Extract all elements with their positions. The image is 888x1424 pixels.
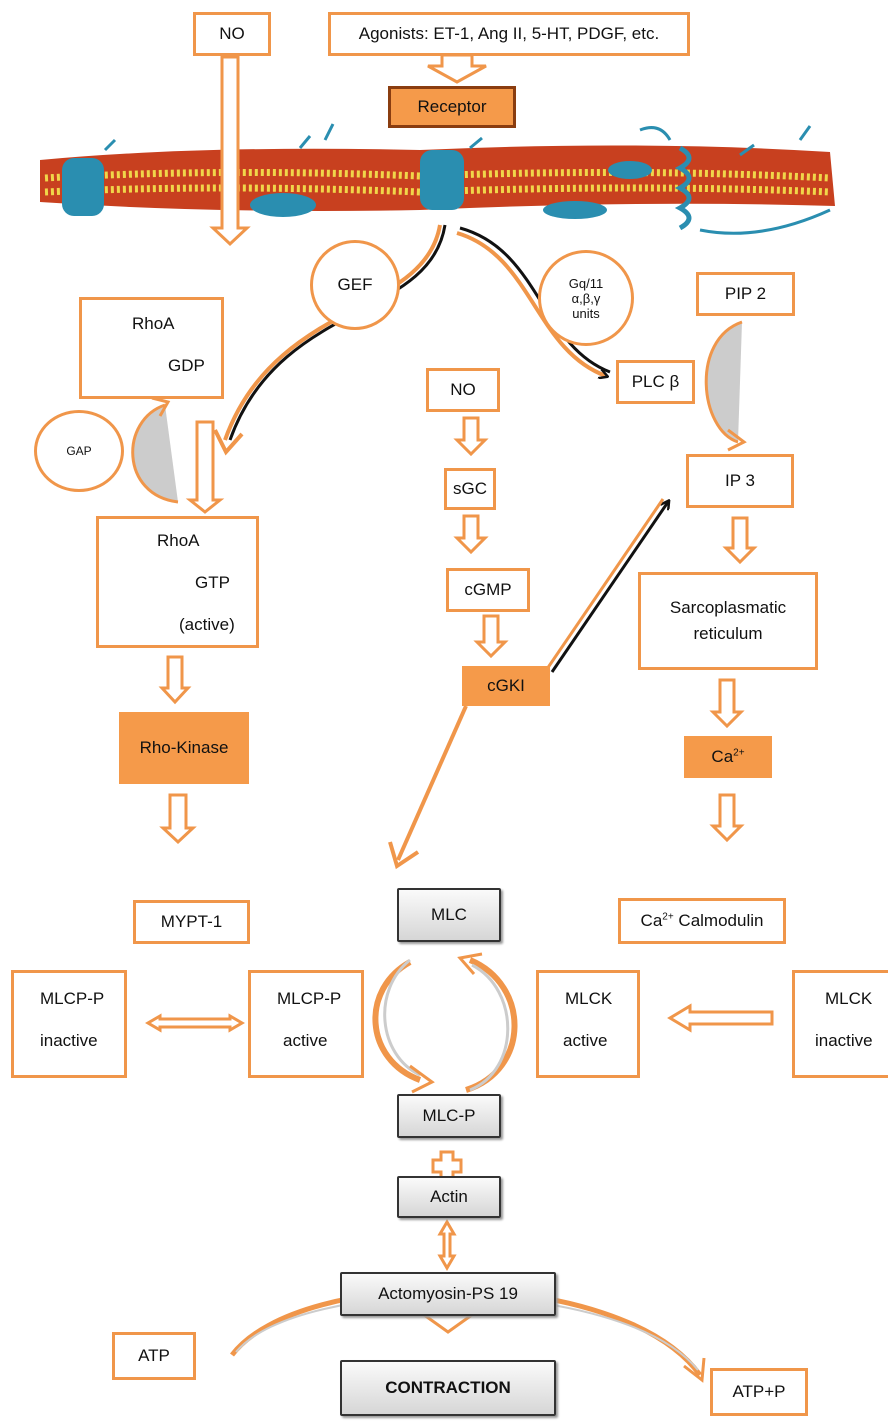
mypt-label: MYPT-1 bbox=[160, 911, 223, 931]
agonists-box: Agonists: ET-1, Ang II, 5-HT, PDGF, etc. bbox=[328, 12, 690, 56]
gq-label-1: Gq/11 bbox=[568, 275, 604, 291]
mlcp-active-label-2: active bbox=[283, 1031, 328, 1050]
mlck-active-label-1: MLCK bbox=[565, 989, 613, 1008]
gq-label-3: units bbox=[572, 305, 600, 321]
cgmp-label: cGMP bbox=[464, 579, 512, 599]
ca-box: Ca2+ bbox=[684, 736, 772, 778]
receptor-box: Receptor bbox=[388, 86, 516, 128]
cell-membrane-image bbox=[40, 123, 835, 235]
mlck-active-label-2: active bbox=[563, 1031, 608, 1050]
mlcp-inactive-box: MLCP-P inactive bbox=[11, 970, 127, 1078]
contraction-box: CONTRACTION bbox=[340, 1360, 556, 1416]
no-label: NO bbox=[219, 23, 245, 43]
atp-box: ATP bbox=[112, 1332, 196, 1380]
gap-circle: GAP bbox=[34, 410, 124, 492]
plc-label: PLC β bbox=[631, 371, 680, 391]
cgki-label: cGKI bbox=[487, 675, 525, 695]
sgc-label: sGC bbox=[453, 478, 487, 498]
pip2-box: PIP 2 bbox=[696, 272, 795, 316]
no-center-label: NO bbox=[450, 379, 476, 399]
mlcp-inactive-label-2: inactive bbox=[40, 1031, 98, 1050]
sr-box: Sarcoplasmatic reticulum bbox=[638, 572, 818, 670]
rhoa-gtp-box: RhoA GTP (active) bbox=[96, 516, 259, 648]
rhoa-gdp-label-1: RhoA bbox=[132, 314, 175, 333]
gef-label: GEF bbox=[337, 275, 373, 294]
mlc-p-label: MLC-P bbox=[422, 1105, 476, 1125]
rho-kinase-label: Rho-Kinase bbox=[139, 737, 229, 757]
rhoa-gdp-label-2: GDP bbox=[168, 356, 205, 375]
no-box-top: NO bbox=[193, 12, 271, 56]
gq-circle: Gq/11 α,β,γ units bbox=[538, 250, 634, 346]
ca-label: Ca2+ bbox=[711, 746, 745, 766]
mlcp-active-label-1: MLCP-P bbox=[277, 989, 342, 1008]
actin-label: Actin bbox=[430, 1186, 468, 1206]
actomyosin-box: Actomyosin-PS 19 bbox=[340, 1272, 556, 1316]
sgc-box: sGC bbox=[444, 468, 496, 510]
mlck-active-box: MLCK active bbox=[536, 970, 640, 1078]
receptor-label: Receptor bbox=[417, 96, 487, 116]
contraction-label: CONTRACTION bbox=[385, 1377, 511, 1397]
mlc-box: MLC bbox=[397, 888, 501, 942]
actin-box: Actin bbox=[397, 1176, 501, 1218]
pip2-label: PIP 2 bbox=[724, 283, 767, 303]
sr-label-1: Sarcoplasmatic bbox=[669, 597, 787, 617]
actomyosin-label: Actomyosin-PS 19 bbox=[378, 1283, 518, 1303]
ip3-box: IP 3 bbox=[686, 454, 794, 508]
mlc-label: MLC bbox=[431, 904, 467, 924]
mypt-box: MYPT-1 bbox=[133, 900, 250, 944]
mlck-inactive-box: MLCK inactive bbox=[792, 970, 888, 1078]
mlck-inactive-label-2: inactive bbox=[815, 1031, 873, 1050]
ip3-label: IP 3 bbox=[725, 470, 755, 490]
no-box-center: NO bbox=[426, 368, 500, 412]
ca-calmodulin-box: Ca2+ Calmodulin bbox=[618, 898, 786, 944]
atp-label: ATP bbox=[138, 1345, 170, 1365]
sr-label-2: reticulum bbox=[693, 624, 763, 643]
rhoa-gtp-label-3: (active) bbox=[179, 615, 235, 634]
rho-kinase-box: Rho-Kinase bbox=[119, 712, 249, 784]
cgki-box: cGKI bbox=[462, 666, 550, 706]
mlck-inactive-label-1: MLCK bbox=[825, 989, 873, 1008]
gq-label-2: α,β,γ bbox=[571, 290, 601, 306]
rhoa-gtp-label-1: RhoA bbox=[157, 531, 200, 550]
gap-label: GAP bbox=[66, 444, 92, 458]
mlcp-active-box: MLCP-P active bbox=[248, 970, 364, 1078]
atp-p-box: ATP+P bbox=[710, 1368, 808, 1416]
cgmp-box: cGMP bbox=[446, 568, 530, 612]
atp-p-label: ATP+P bbox=[732, 1381, 786, 1401]
ca-calmodulin-label: Ca2+ Calmodulin bbox=[640, 910, 764, 930]
no-hollow-arrow bbox=[209, 55, 251, 247]
rhoa-gdp-box: RhoA GDP bbox=[79, 297, 224, 399]
mlcp-inactive-label-1: MLCP-P bbox=[40, 989, 105, 1008]
rhoa-gtp-label-2: GTP bbox=[195, 573, 230, 592]
gef-circle: GEF bbox=[310, 240, 400, 330]
agonists-label: Agonists: ET-1, Ang II, 5-HT, PDGF, etc. bbox=[358, 23, 660, 43]
mlc-p-box: MLC-P bbox=[397, 1094, 501, 1138]
plc-box: PLC β bbox=[616, 360, 695, 404]
